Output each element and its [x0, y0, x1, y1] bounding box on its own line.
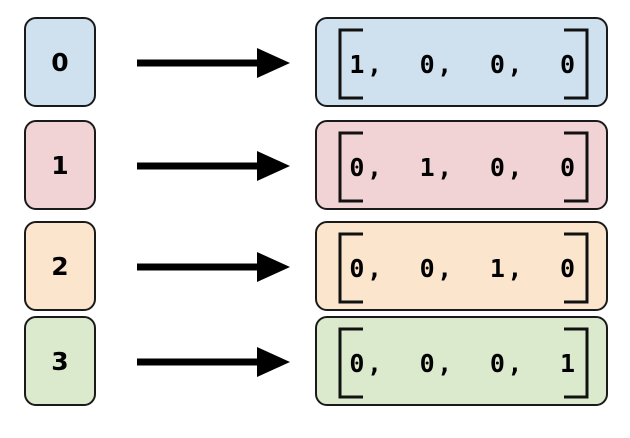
arrow-right-icon: [133, 43, 293, 83]
scalar-value-box[interactable]: 0: [24, 17, 96, 107]
arrow-right-svg: [137, 252, 290, 282]
scalar-value-box[interactable]: 3: [24, 316, 96, 406]
vector-value-box[interactable]: 0, 0, 1, 0: [315, 221, 608, 311]
mapping-row: 3 0, 0, 0, 1: [0, 316, 630, 408]
square-bracket-pair-icon: [338, 28, 589, 100]
vector-value-box[interactable]: 0, 0, 0, 1: [315, 316, 608, 406]
vector-value-box[interactable]: 0, 1, 0, 0: [315, 120, 608, 210]
mapping-row: 2 0, 0, 1, 0: [0, 221, 630, 313]
vector-value-label: 0, 1, 0, 0: [349, 152, 578, 182]
arrow-right-icon: [133, 146, 293, 186]
arrow-right-svg: [137, 151, 290, 181]
scalar-value-label: 3: [51, 346, 69, 376]
scalar-value-box[interactable]: 2: [24, 221, 96, 311]
scalar-value-label: 1: [51, 150, 69, 180]
arrow-right-icon: [133, 247, 293, 287]
vector-value-label: 0, 0, 0, 1: [349, 348, 578, 378]
scalar-value-box[interactable]: 1: [24, 120, 96, 210]
square-bracket-pair-icon: [338, 232, 589, 304]
square-bracket-pair-icon: [338, 131, 589, 203]
arrow-right-icon: [133, 342, 293, 382]
mapping-row: 0 1, 0, 0, 0: [0, 17, 630, 109]
arrow-right-svg: [137, 48, 290, 78]
vector-value-label: 0, 0, 1, 0: [349, 253, 578, 283]
scalar-value-label: 2: [51, 251, 69, 281]
mapping-row: 1 0, 1, 0, 0: [0, 120, 630, 212]
vector-value-box[interactable]: 1, 0, 0, 0: [315, 17, 608, 107]
scalar-value-label: 0: [51, 47, 69, 77]
arrow-right-svg: [137, 347, 290, 377]
square-bracket-pair-icon: [338, 327, 589, 399]
vector-value-label: 1, 0, 0, 0: [349, 49, 578, 79]
